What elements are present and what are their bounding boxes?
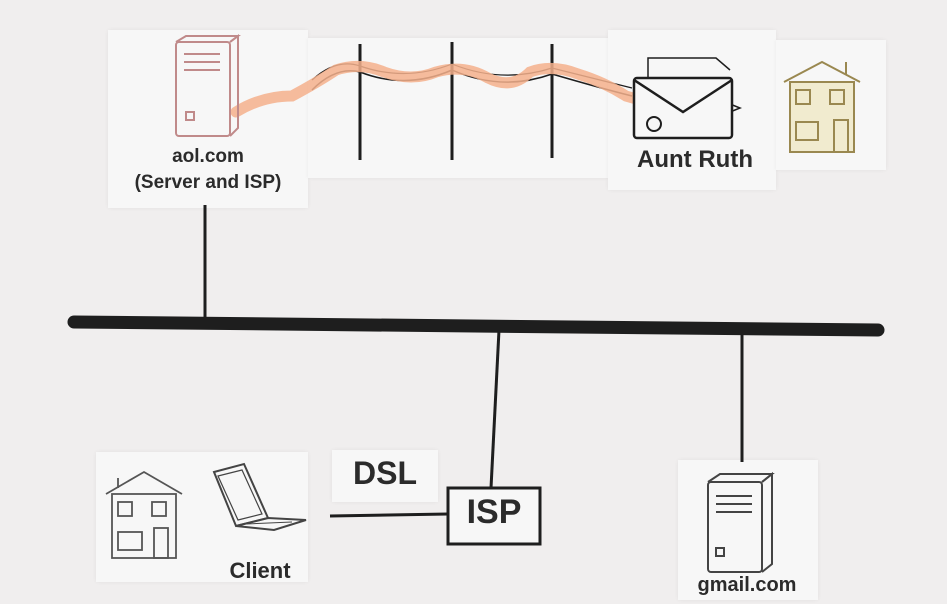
envelope-icon	[632, 57, 743, 140]
server-sub-label: (Server and ISP)	[134, 172, 282, 193]
server-top-card	[108, 30, 308, 208]
dsl-card	[332, 450, 438, 502]
gmail-card	[678, 460, 818, 600]
isp-label: ISP	[466, 493, 522, 531]
utility-poles	[311, 42, 633, 160]
client-card	[96, 452, 308, 582]
highlighted-connection	[230, 61, 646, 118]
isp-box	[446, 486, 542, 546]
gmail-server-icon	[707, 471, 775, 573]
laptop-icon	[212, 462, 307, 532]
server-name-label: aol.com	[172, 146, 244, 167]
isp-drop-line	[489, 329, 501, 489]
server-icon	[175, 34, 241, 137]
gmail-label: gmail.com	[697, 574, 797, 596]
dsl-label: DSL	[353, 455, 417, 491]
house-icon	[783, 60, 861, 153]
aunt-ruth-label: Aunt Ruth	[637, 146, 753, 173]
client-house-icon	[105, 470, 183, 559]
client-label: Client	[229, 558, 291, 583]
dsl-link-line	[329, 512, 449, 518]
internet-backbone-line	[67, 315, 885, 337]
